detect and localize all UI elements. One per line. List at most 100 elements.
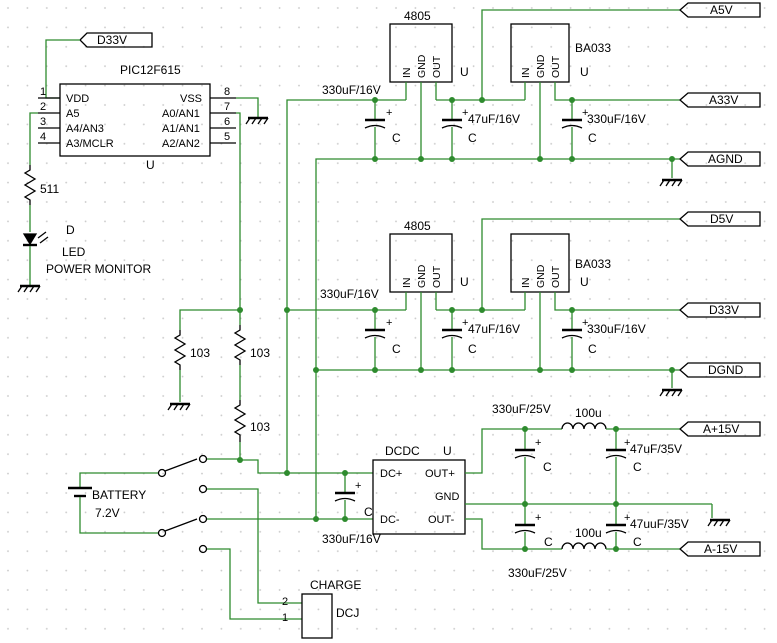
reg-top-4805-gnd: GND [416, 54, 428, 78]
reg-top-cap2-ref: C [468, 131, 477, 145]
reg-bot-ba033-name: BA033 [575, 257, 611, 271]
net-label-d33v: D33V [709, 303, 739, 317]
charge-pin-2: 2 [282, 596, 288, 608]
led-symbol [22, 231, 49, 247]
battery-name: BATTERY [92, 488, 146, 502]
reg-top-ba033-ref: U [580, 65, 589, 79]
mcu-pin-num-8: 8 [224, 86, 230, 98]
resistor-103-a-label: 103 [190, 346, 210, 360]
net-flag-d33v [679, 302, 761, 318]
resistor-103-c [233, 400, 247, 442]
reg-bot-cap3-plus: + [582, 317, 588, 329]
reg-bot-4805-in: IN [401, 278, 413, 289]
reg-bot-cap1-plus: + [386, 317, 392, 329]
inductor-bottom [561, 542, 607, 550]
dcdc-incap-ref: C [364, 505, 373, 519]
mcu-pin-num-4: 4 [40, 131, 46, 143]
dcdc-pin-gnd: GND [435, 491, 460, 503]
led-ref: D [66, 223, 75, 237]
mcu-pin-name-vdd: VDD [66, 93, 89, 105]
reg-top-cap1-value: 330uF/16V [322, 83, 381, 97]
reg-top-cap3-ref: C [588, 131, 597, 145]
mcu-pin-num-5: 5 [224, 131, 230, 143]
mcu-pin-name-a3: A3/MCLR [66, 138, 114, 150]
net-flag-am15v [679, 541, 761, 557]
mcu-section: D33V PIC12F615 U 1 2 3 4 VDD A5 A4/AN3 A… [17, 32, 269, 310]
reg-top-4805-ref: U [460, 65, 469, 79]
reg-top-4805-name: 4805 [404, 9, 431, 23]
dcdc-incap-plus: + [355, 480, 361, 492]
reg-bot-4805-out: OUT [431, 265, 443, 288]
reg-top-cap3-value: 330uF/16V [587, 112, 646, 126]
reg-bot-cap1-ref: C [392, 342, 401, 356]
reg-bot-cap1-value: 330uF/16V [320, 287, 379, 301]
mcu-pin-num-7: 7 [224, 101, 230, 113]
net-label-ap15v: A+15V [703, 422, 739, 436]
switch-1-pole [157, 468, 167, 478]
dcdc-cap-topr-ref: C [633, 460, 642, 474]
mcu-pin-name-a4: A4/AN3 [66, 123, 104, 135]
reg-top-cap1-plus: + [386, 107, 392, 119]
net-flag-dgnd [679, 362, 761, 378]
reg-bot-ba033-ref: U [580, 275, 589, 289]
dcdc-pin-dcm: DC- [380, 514, 400, 526]
ground-symbol [707, 518, 731, 527]
divider-section: 103 103 103 [167, 307, 270, 463]
dcdc-section: DCDC U DC+ DC- OUT+ GND OUT- + C 330uF/1… [322, 402, 761, 580]
reg-bot-4805-ref: U [460, 275, 469, 289]
dcdc-ref: U [443, 444, 452, 458]
mcu-pin-name-vss: VSS [180, 93, 202, 105]
charge-name: DCJ [336, 606, 359, 620]
net-label-a5v: A5V [710, 3, 733, 17]
mcu-pin-num-1: 1 [40, 86, 46, 98]
reg-top-ba033-out: OUT [550, 55, 562, 78]
reg-bot-4805-name: 4805 [404, 219, 431, 233]
dcdc-pin-outp: OUT+ [425, 468, 455, 480]
inductor-top-label: 100u [575, 406, 602, 420]
regulator-bottom-section: 4805 IN GND OUT U BA033 IN GND OUT U + 3… [320, 211, 761, 397]
mcu-pin-num-2: 2 [40, 101, 46, 113]
dcdc-cap-botr-plus: + [624, 512, 630, 524]
resistor-103-c-label: 103 [250, 420, 270, 434]
ground-symbol [17, 284, 41, 293]
net-flag-a33v [679, 92, 761, 108]
dcdc-incap-value: 330uF/16V [322, 532, 381, 546]
dcdc-body [372, 459, 466, 535]
ground-symbol [245, 116, 269, 125]
resistor-103-b [233, 325, 247, 365]
resistor-103-a [173, 330, 187, 370]
reg-bot-cap3-ref: C [588, 342, 597, 356]
net-flag-d5v [679, 211, 761, 227]
mcu-pin-name-a2: A2/AN2 [162, 138, 200, 150]
mcu-ref: U [146, 158, 155, 172]
reg-top-cap1-ref: C [392, 131, 401, 145]
reg-top-ba033-name: BA033 [575, 41, 611, 55]
dcdc-name: DCDC [385, 444, 420, 458]
net-flag-agnd [679, 151, 761, 167]
main-buses [284, 99, 680, 522]
resistor-103-b-label: 103 [250, 346, 270, 360]
battery-symbol [68, 486, 92, 498]
reg-top-cap3-plus: + [582, 107, 588, 119]
dcdc-cap-bot-ref: C [544, 535, 553, 549]
net-flag-d33v-top [79, 32, 153, 48]
net-label-am15v: A-15V [704, 542, 737, 556]
dcdc-cap-top-ref: C [543, 460, 552, 474]
switch-1-blade [164, 458, 198, 472]
net-flag-a5v [679, 2, 761, 18]
net-label-d33v-top: D33V [97, 33, 127, 47]
mcu-pin-num-6: 6 [224, 116, 230, 128]
net-label-dgnd: DGND [708, 363, 744, 377]
reg-bot-cap3-value: 330uF/16V [587, 322, 646, 336]
charge-connector [301, 593, 333, 639]
switch-2-blade [164, 518, 198, 532]
inductor-bottom-label: 100u [575, 526, 602, 540]
reg-bot-ba033-in: IN [520, 278, 532, 289]
reg-top-cap2-value: 47uF/16V [468, 112, 520, 126]
mcu-pin-name-a5: A5 [66, 108, 79, 120]
net-flag-ap15v [679, 421, 761, 437]
resistor-511 [23, 165, 37, 205]
dcdc-cap-botr-ref: C [633, 535, 642, 549]
